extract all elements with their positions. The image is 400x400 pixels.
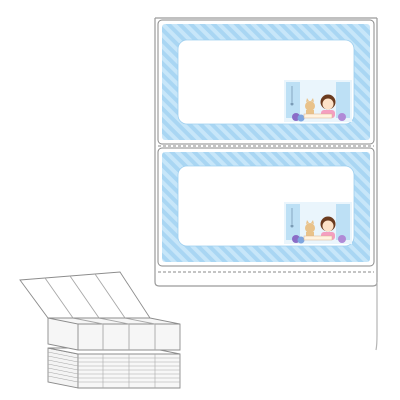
backing-paper (154, 17, 378, 351)
stack-top-strip (19, 271, 151, 319)
stack-base (47, 347, 181, 389)
label-bottom (157, 147, 375, 267)
stack-middle-fold (47, 317, 181, 351)
label-top (157, 19, 375, 145)
fanfold-label-stack-icon (19, 271, 181, 389)
girl-and-cat-window-icon (284, 202, 352, 244)
girl-and-cat-window-icon (284, 80, 352, 122)
